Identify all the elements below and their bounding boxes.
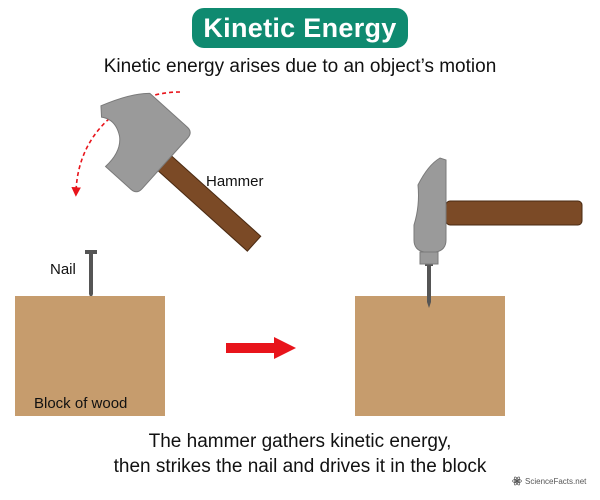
nail-label: Nail (50, 261, 76, 278)
hammer-striking (413, 157, 583, 265)
nail-left (85, 250, 97, 299)
page-title: Kinetic Energy (203, 12, 397, 43)
hammer-swinging (100, 92, 262, 252)
caption-line-2: then strikes the nail and drives it in t… (113, 456, 487, 477)
hammer-label: Hammer (206, 173, 264, 190)
logo-text: ScienceFacts.net (525, 476, 587, 486)
block-label: Block of wood (34, 395, 128, 412)
wood-block-left (15, 296, 165, 416)
transition-arrow (226, 337, 296, 359)
title-badge: Kinetic Energy (192, 8, 408, 48)
atom-icon (512, 476, 522, 486)
wood-block-right (355, 296, 505, 416)
subtitle: Kinetic energy arises due to an object’s… (103, 56, 497, 77)
site-logo: ScienceFacts.net (512, 476, 586, 486)
caption-line-1: The hammer gathers kinetic energy, (148, 431, 452, 452)
swing-path-arrow (71, 91, 181, 197)
